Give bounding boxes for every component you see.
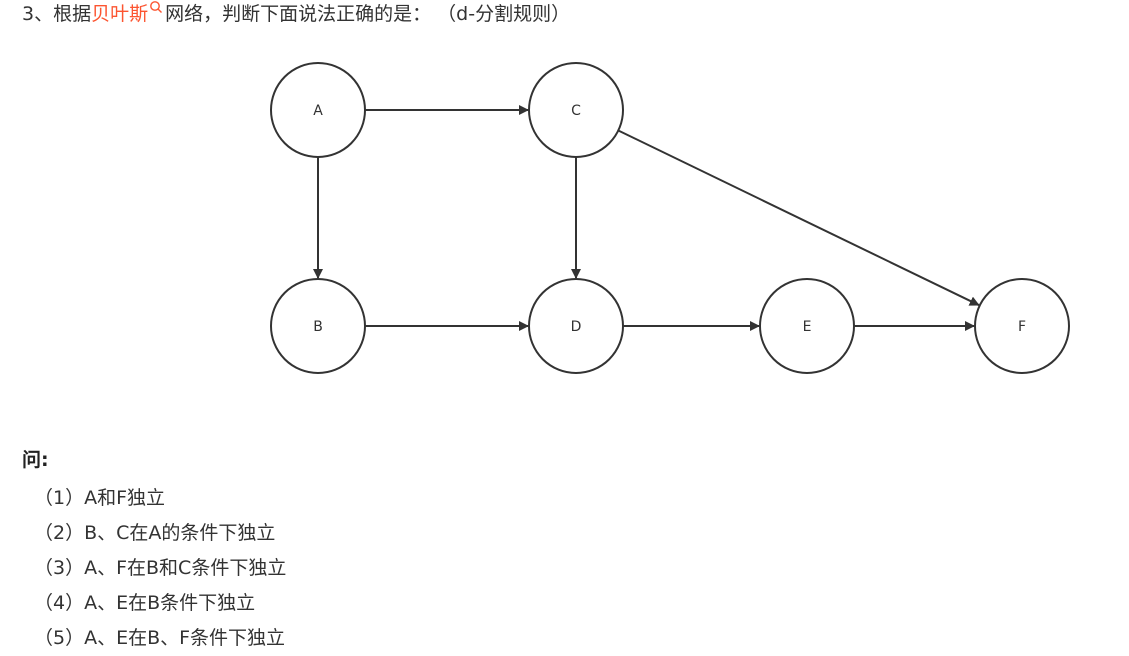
node-label: D xyxy=(571,319,582,335)
question-text: 3、根据贝叶斯网络，判断下面说法正确的是： （d-分割规则） xyxy=(22,0,570,27)
node-label: A xyxy=(313,103,323,119)
option-item: （2）B、C在A的条件下独立 xyxy=(34,522,276,544)
question-heading: 问: xyxy=(22,449,49,471)
node-label: B xyxy=(313,319,323,335)
node-d: D xyxy=(528,278,624,374)
edge-c-f xyxy=(617,129,980,306)
bayesian-network-diagram: A B C D E F xyxy=(270,62,1070,374)
node-c: C xyxy=(528,62,624,158)
search-icon[interactable] xyxy=(149,0,163,14)
question-suffix: 网络，判断下面说法正确的是： （d-分割规则） xyxy=(165,3,571,25)
node-circle xyxy=(759,278,855,374)
node-label: F xyxy=(1018,319,1026,335)
option-item: （3）A、F在B和C条件下独立 xyxy=(34,557,287,579)
node-f: F xyxy=(974,278,1070,374)
node-e: E xyxy=(759,278,855,374)
node-circle xyxy=(528,278,624,374)
option-item: （1）A和F独立 xyxy=(34,487,166,509)
node-b: B xyxy=(270,278,366,374)
node-circle xyxy=(270,278,366,374)
question-prefix: 3、根据 xyxy=(22,3,92,25)
options-list: （1）A和F独立 （2）B、C在A的条件下独立 （3）A、F在B和C条件下独立 … xyxy=(34,481,286,656)
edges-layer xyxy=(313,105,980,331)
node-a: A xyxy=(270,62,366,158)
nodes-layer: A B C D E F xyxy=(270,62,1070,374)
bayes-network-link[interactable]: 贝叶斯 xyxy=(91,3,149,25)
node-circle xyxy=(528,62,624,158)
node-label: E xyxy=(803,319,812,335)
option-item: （4）A、E在B条件下独立 xyxy=(34,592,256,614)
node-circle xyxy=(270,62,366,158)
node-label: C xyxy=(571,103,581,119)
node-circle xyxy=(974,278,1070,374)
option-item: （5）A、E在B、F条件下独立 xyxy=(34,627,286,649)
